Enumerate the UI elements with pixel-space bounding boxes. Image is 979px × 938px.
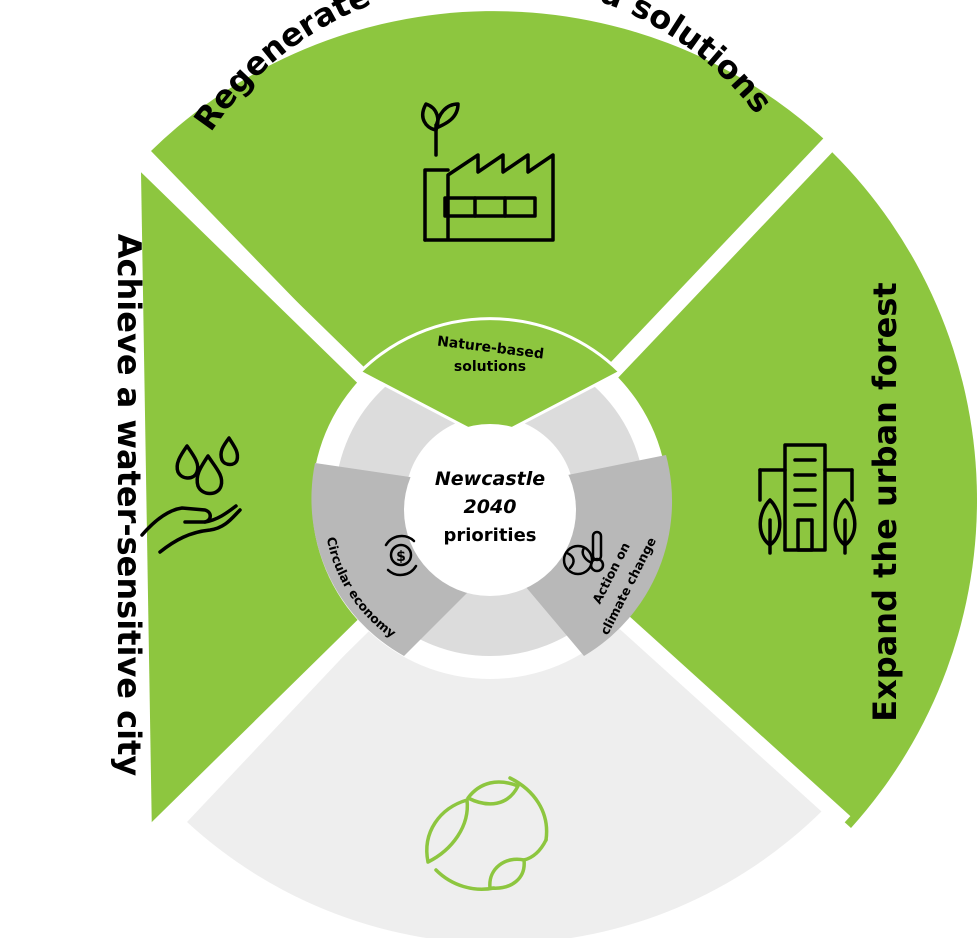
segment-right: [490, 152, 978, 828]
dollar-sign: $: [396, 549, 406, 565]
center-title-line2: 2040: [464, 496, 517, 518]
water-hand-icon: [140, 436, 242, 554]
segment-right-label: Expand the urban forest: [866, 282, 904, 721]
center-title-line1: Newcastle: [435, 468, 545, 490]
center-subtitle: priorities: [443, 525, 536, 546]
urban-forest-icon: [758, 443, 857, 555]
globe-thermometer-icon: [562, 530, 605, 576]
segment-bottom: [187, 501, 823, 938]
inner-top-label-line2: solutions: [454, 359, 526, 375]
center-circle: [404, 424, 576, 596]
dollar-cycle-icon: $: [384, 534, 418, 577]
segment-top: [151, 11, 825, 502]
inner-segment-nature: [357, 317, 623, 442]
factory-plant-icon: [421, 102, 555, 242]
recycle-leaves-icon: [425, 776, 549, 891]
segment-left-label: Achieve a water-sensitive city: [110, 234, 148, 777]
